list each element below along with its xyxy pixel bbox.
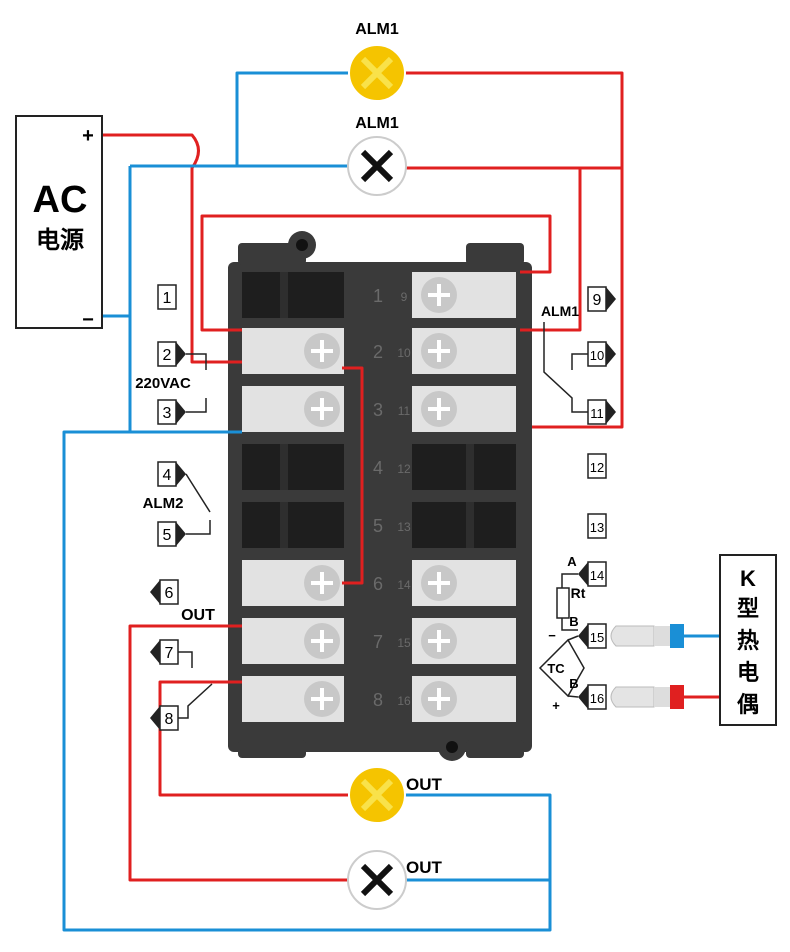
left-term-4: 4 [163,467,172,484]
label-tc-plus: + [552,698,560,713]
slot-right-13 [412,502,516,548]
block-num-15: 15 [397,636,411,650]
lamp-alm1-top-label: ALM1 [355,21,399,38]
block-num-7: 7 [373,632,383,652]
screw-right-11 [421,391,457,427]
power-plus-sign: + [82,125,94,147]
screw-right-16 [421,681,457,717]
slot-left-5 [242,502,344,548]
block-num-11: 11 [398,404,411,418]
right-term-16: 16 [590,691,604,706]
wire-alm1-top-red [405,71,624,429]
screw-left-2 [304,333,340,369]
label-b16: B [569,676,578,691]
block-num-8: 8 [373,690,383,710]
label-220vac: 220VAC [135,375,191,392]
right-term-15: 15 [590,630,604,645]
thermocouple-box: K 型 热 电 偶 [719,554,777,726]
power-title: AC [33,179,88,221]
right-term-9: 9 [593,292,602,309]
wire-out-upper-blue [405,793,552,880]
wire-out-lower-blue [62,430,552,932]
terminal-block: 1 2 3 4 5 6 7 8 9 10 11 12 13 14 15 16 [228,231,532,761]
right-term-14: 14 [590,568,604,583]
right-terminal-labels: 9 ALM1 10 11 12 13 14 A Rt 15 B TC − + [538,286,616,713]
lamp-out-upper: OUT [348,766,443,824]
block-num-16: 16 [397,694,411,708]
screw-left-7 [304,623,340,659]
lamp-out-lower: OUT [347,850,443,910]
slot-left-1 [242,272,344,318]
right-term-12: 12 [590,460,604,475]
lamp-out-lower-label: OUT [406,858,443,877]
wire-power-minus [102,166,132,318]
slot-right-12 [412,444,516,490]
screw-right-14 [421,565,457,601]
tc-char-k: K [740,566,756,591]
wire-power-plus [102,133,242,364]
block-num-12: 12 [397,462,411,476]
wire-alm1-top-blue [235,71,348,166]
power-subtitle: 电源 [36,227,84,254]
right-term-10: 10 [590,348,604,363]
lamp-alm1-second-label: ALM1 [355,115,399,132]
wires [62,71,720,932]
screw-left-3 [304,391,340,427]
wire-minus-terminal3 [128,316,242,434]
block-num-5: 5 [373,516,383,536]
screw-left-6 [304,565,340,601]
left-term-2: 2 [163,347,172,364]
screw-right-9 [421,277,457,313]
left-term-1: 1 [163,290,172,307]
label-a: A [567,554,577,569]
left-term-5: 5 [163,527,172,544]
lamp-out-upper-label: OUT [406,775,443,794]
block-num-6: 6 [373,574,383,594]
wire-out-lower-red [128,624,348,882]
block-top-tab-right [466,243,524,265]
left-term-6: 6 [165,585,174,602]
label-rt: Rt [571,585,586,601]
block-num-2: 2 [373,342,383,362]
block-num-13: 13 [397,520,411,534]
ac-power-source: + − AC 电源 [15,115,103,331]
block-num-9: 9 [401,290,408,304]
tc-char-2: 型 [737,596,759,621]
block-num-1: 1 [373,286,383,306]
tc-char-5: 偶 [737,692,759,717]
block-num-3: 3 [373,400,383,420]
slot-left-4 [242,444,344,490]
right-term-13: 13 [590,520,604,535]
label-alm2: ALM2 [143,495,184,512]
block-num-4: 4 [373,458,383,478]
label-tc: TC [547,661,565,676]
block-num-10: 10 [397,346,411,360]
block-num-14: 14 [397,578,411,592]
tc-char-4: 电 [737,660,759,685]
wire-out-upper-red [158,680,348,797]
rt-resistor [556,587,570,619]
left-term-3: 3 [163,405,172,422]
label-tc-minus: − [548,628,556,643]
screw-left-8 [304,681,340,717]
wire-loop-9 [200,214,552,332]
label-b15: B [569,614,578,629]
tc-char-3: 热 [737,628,759,653]
screw-right-10 [421,333,457,369]
thermocouple-lugs [610,624,684,709]
label-out-left: OUT [181,607,215,624]
left-term-7: 7 [165,645,174,662]
lamp-alm1-top: ALM1 [348,21,406,102]
left-terminal-labels: 1 2 220VAC 3 4 ALM2 5 6 OUT 7 8 [135,284,215,731]
power-minus-sign: − [82,309,94,331]
right-term-11: 11 [590,406,604,421]
wire-alm1-second-red [405,166,582,332]
label-alm1-right: ALM1 [541,303,579,319]
lamp-alm1-second: ALM1 [347,115,407,196]
screw-right-15 [421,623,457,659]
wire-jumper-2-6 [342,366,364,585]
left-term-8: 8 [165,711,174,728]
